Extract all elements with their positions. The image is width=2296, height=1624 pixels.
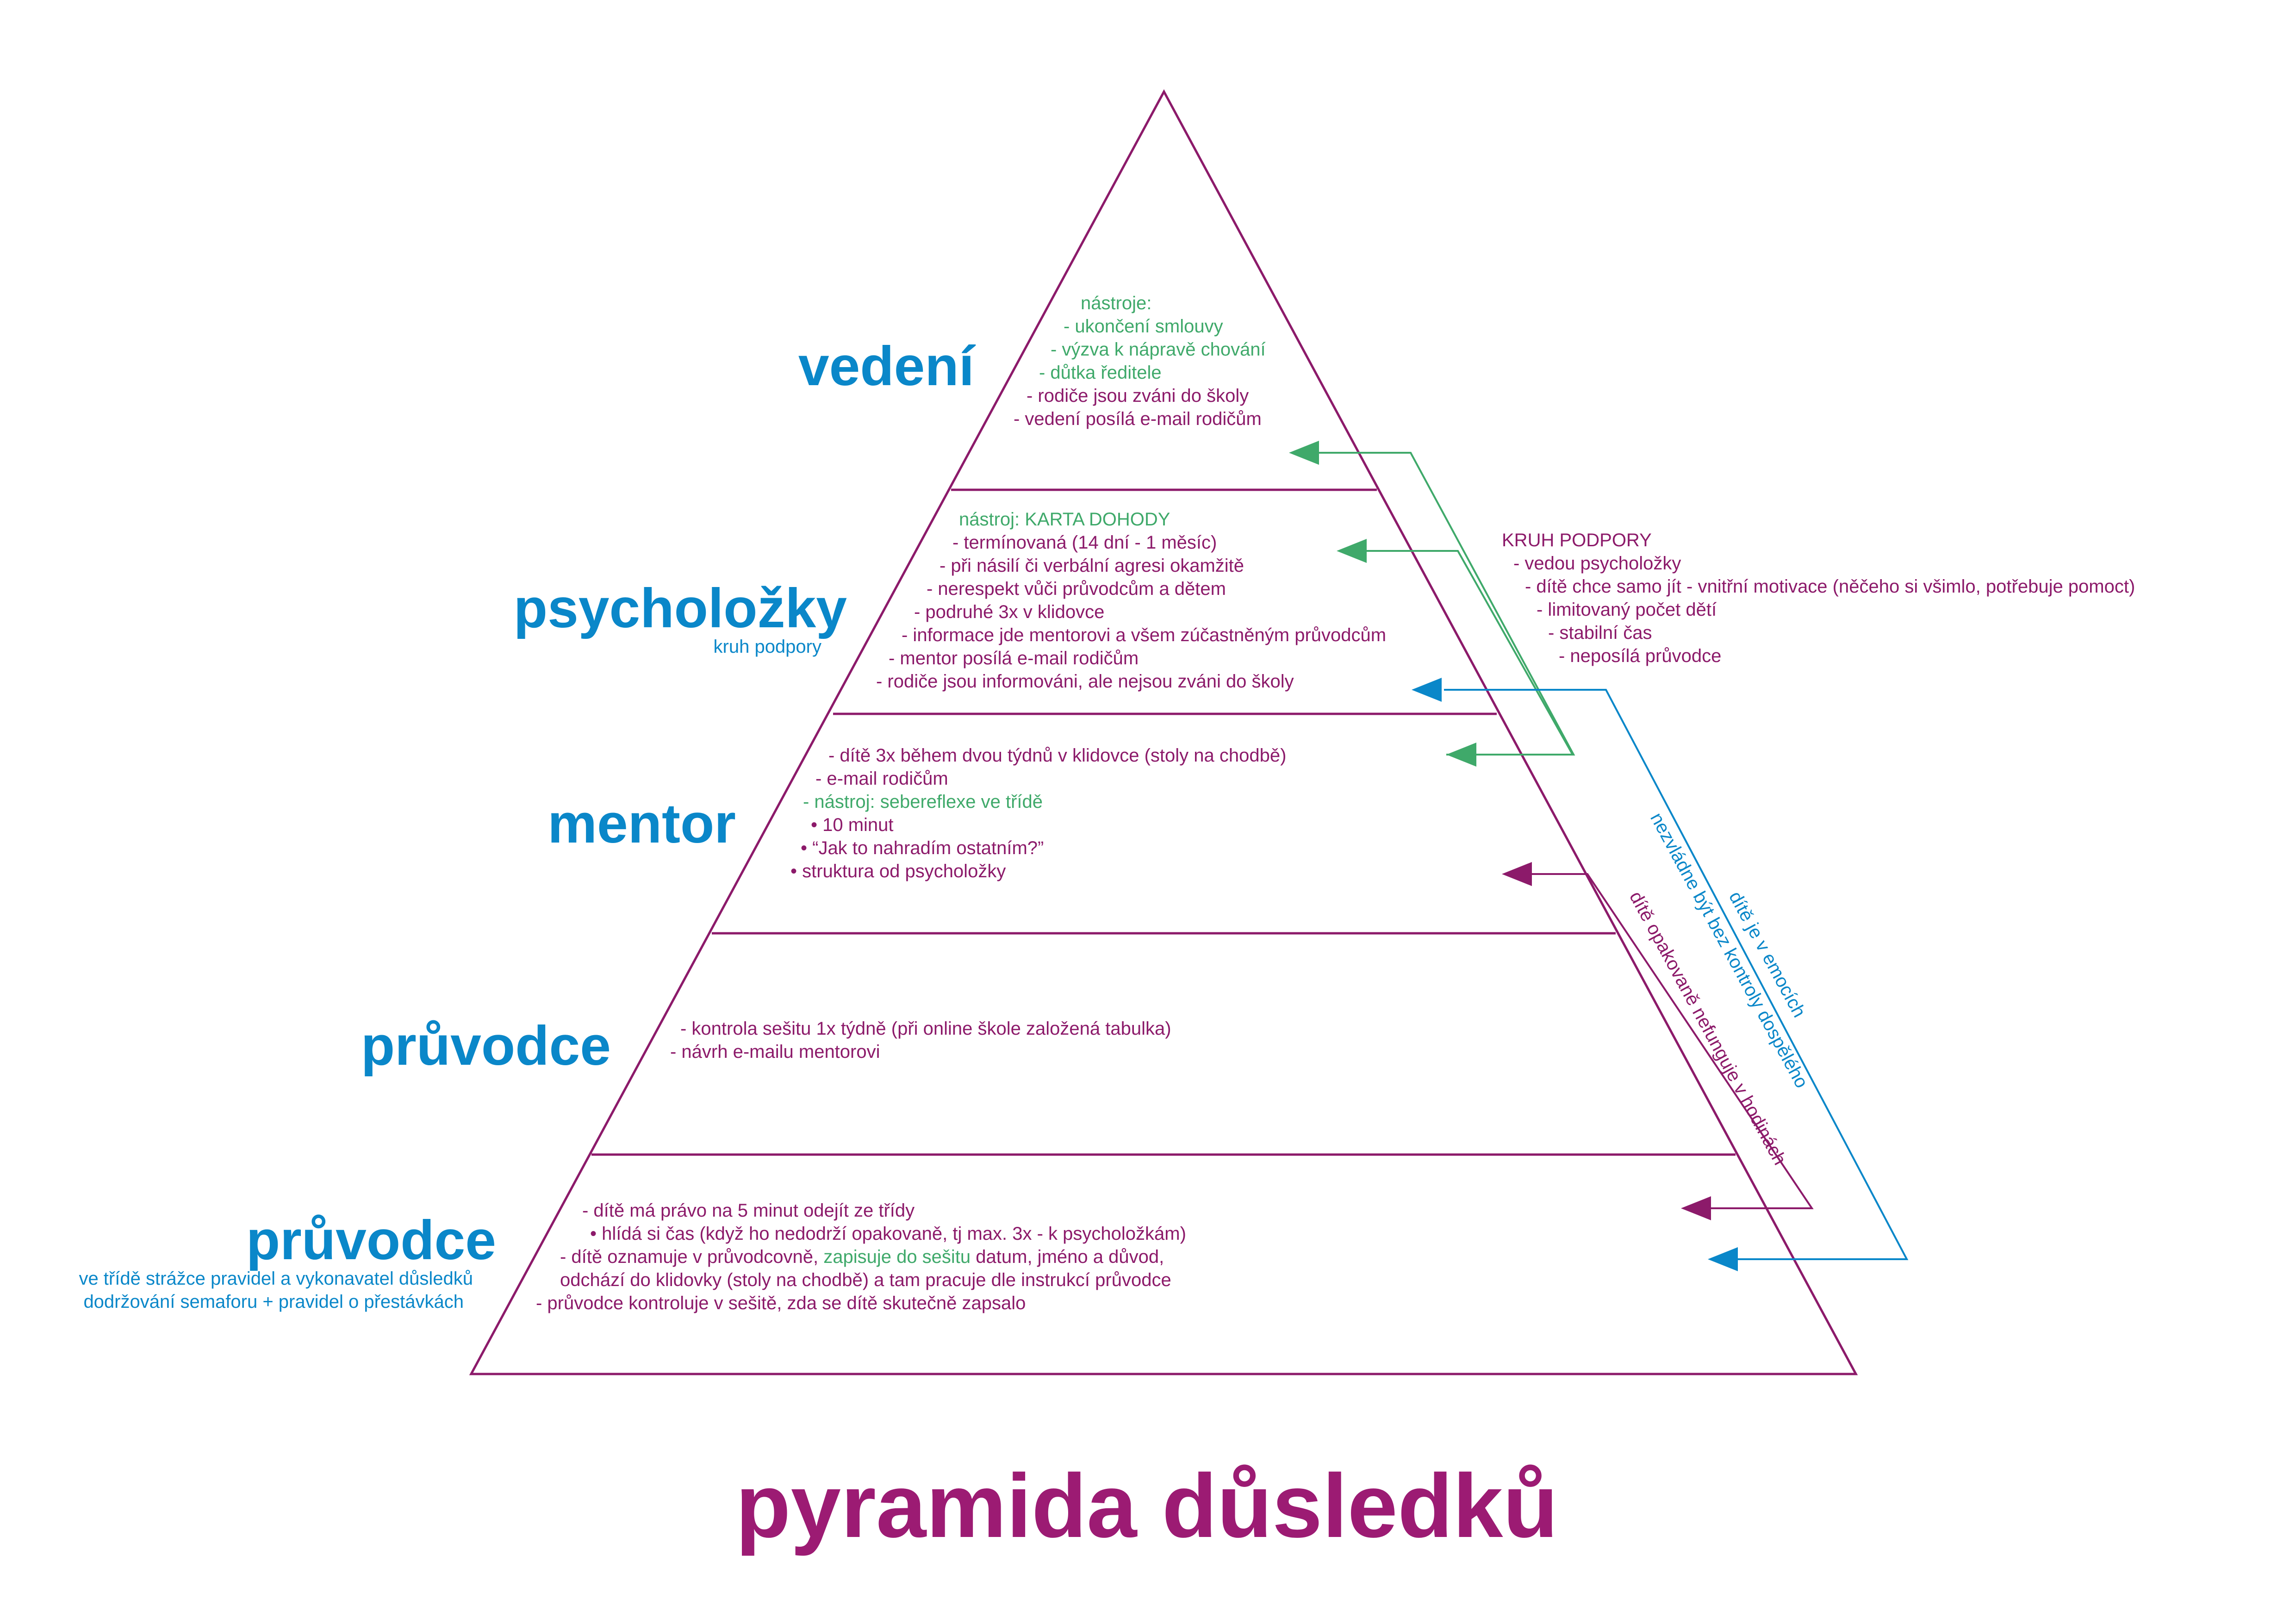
level-label-pruvodce: průvodce <box>361 1015 611 1077</box>
note-line: - důtka ředitele <box>1039 362 1162 383</box>
note-line: - vedou psycholožky <box>1513 553 1681 574</box>
note-line: nástroj: KARTA DOHODY <box>959 509 1170 530</box>
pyramid-outline <box>469 89 1858 1375</box>
pruvodce-trida-notes: - dítě má právo na 5 minut odejít ze tří… <box>536 1200 1186 1313</box>
blue-connector <box>1444 689 1909 1260</box>
level-label-pruvodce-trida: průvodce <box>246 1209 496 1271</box>
note-line: - mentor posílá e-mail rodičům <box>889 648 1139 668</box>
note-line: - vedení posílá e-mail rodičům <box>1014 409 1262 429</box>
psycholozky-notes: nástroj: KARTA DOHODY - termínovaná (14 … <box>876 509 1386 692</box>
kruh-podpory-box: KRUH PODPORY - vedou psycholožky - dítě … <box>1502 530 2135 666</box>
page-title: pyramida důsledků <box>735 1455 1558 1556</box>
level-label-psycholozky: psycholožky <box>514 577 847 639</box>
green-connector <box>1317 452 1575 756</box>
purple-connector <box>1527 873 1814 1209</box>
arrowhead-icon <box>1412 678 1442 702</box>
note-line: - e-mail rodičům <box>815 768 948 789</box>
vedeni-notes: nástroje: - ukončení smlouvy - výzva k n… <box>1014 293 1266 429</box>
level-label-mentor: mentor <box>548 793 736 855</box>
arrowhead-icon <box>1502 862 1532 886</box>
level-sublabel-pruvodce-trida-1: ve třídě strážce pravidel a vykonavatel … <box>79 1268 473 1289</box>
arrowhead-icon <box>1681 1196 1711 1220</box>
kruh-podpory-heading: KRUH PODPORY <box>1502 530 1652 550</box>
note-line: - dítě 3x během dvou týdnů v klidovce (s… <box>828 745 1286 766</box>
note-line: - nástroj: sebereflexe ve třídě <box>803 792 1043 812</box>
arrowhead-icon <box>1337 539 1367 563</box>
arrowhead-icon <box>1289 441 1319 465</box>
note-line-mixed: - dítě oznamuje v průvodcovně, zapisuje … <box>560 1247 1164 1267</box>
note-line: - při násilí či verbální agresi okamžitě <box>940 556 1244 576</box>
note-line: - výzva k nápravě chování <box>1051 339 1266 360</box>
level-sublabel-pruvodce-trida-2: dodržování semaforu + pravidel o přestáv… <box>83 1292 464 1312</box>
note-line: • hlídá si čas (když ho nedodrží opakova… <box>590 1224 1186 1244</box>
note-line: - ukončení smlouvy <box>1064 316 1223 337</box>
note-line: - kontrola sešitu 1x týdně (při online š… <box>680 1018 1171 1039</box>
arrowhead-icon <box>1708 1247 1738 1271</box>
note-line: • struktura od psycholožky <box>790 861 1006 881</box>
note-line: - stabilní čas <box>1548 623 1652 643</box>
pruvodce-notes: - kontrola sešitu 1x týdně (při online š… <box>670 1018 1171 1062</box>
note-line: - podruhé 3x v klidovce <box>914 602 1104 622</box>
note-line: - neposílá průvodce <box>1559 646 1721 666</box>
note-line: - termínovaná (14 dní - 1 měsíc) <box>952 532 1217 553</box>
note-line: - rodiče jsou informováni, ale nejsou zv… <box>876 671 1294 692</box>
mentor-notes: - dítě 3x během dvou týdnů v klidovce (s… <box>790 745 1286 881</box>
note-line: - limitovaný počet dětí <box>1537 600 1717 620</box>
level-sublabel-psycholozky: kruh podpory <box>714 637 821 657</box>
note-line: - průvodce kontroluje v sešitě, zda se d… <box>536 1293 1026 1313</box>
note-line: • “Jak to nahradím ostatním?” <box>801 838 1044 858</box>
note-line: • 10 minut <box>811 815 894 835</box>
note-line: - informace jde mentorovi a všem zúčastn… <box>902 625 1386 645</box>
arrowhead-icon <box>1446 743 1476 767</box>
note-line: - návrh e-mailu mentorovi <box>670 1042 880 1062</box>
note-line: - rodiče jsou zváni do školy <box>1027 386 1249 406</box>
note-line: nástroje: <box>1081 293 1151 313</box>
note-line: - dítě má právo na 5 minut odejít ze tří… <box>582 1200 915 1221</box>
level-label-vedeni: vedení <box>798 335 976 397</box>
note-line: odchází do klidovky (stoly na chodbě) a … <box>560 1270 1171 1290</box>
note-line: - dítě chce samo jít - vnitřní motivace … <box>1525 576 2135 597</box>
note-line: - nerespekt vůči průvodcům a dětem <box>927 579 1226 599</box>
